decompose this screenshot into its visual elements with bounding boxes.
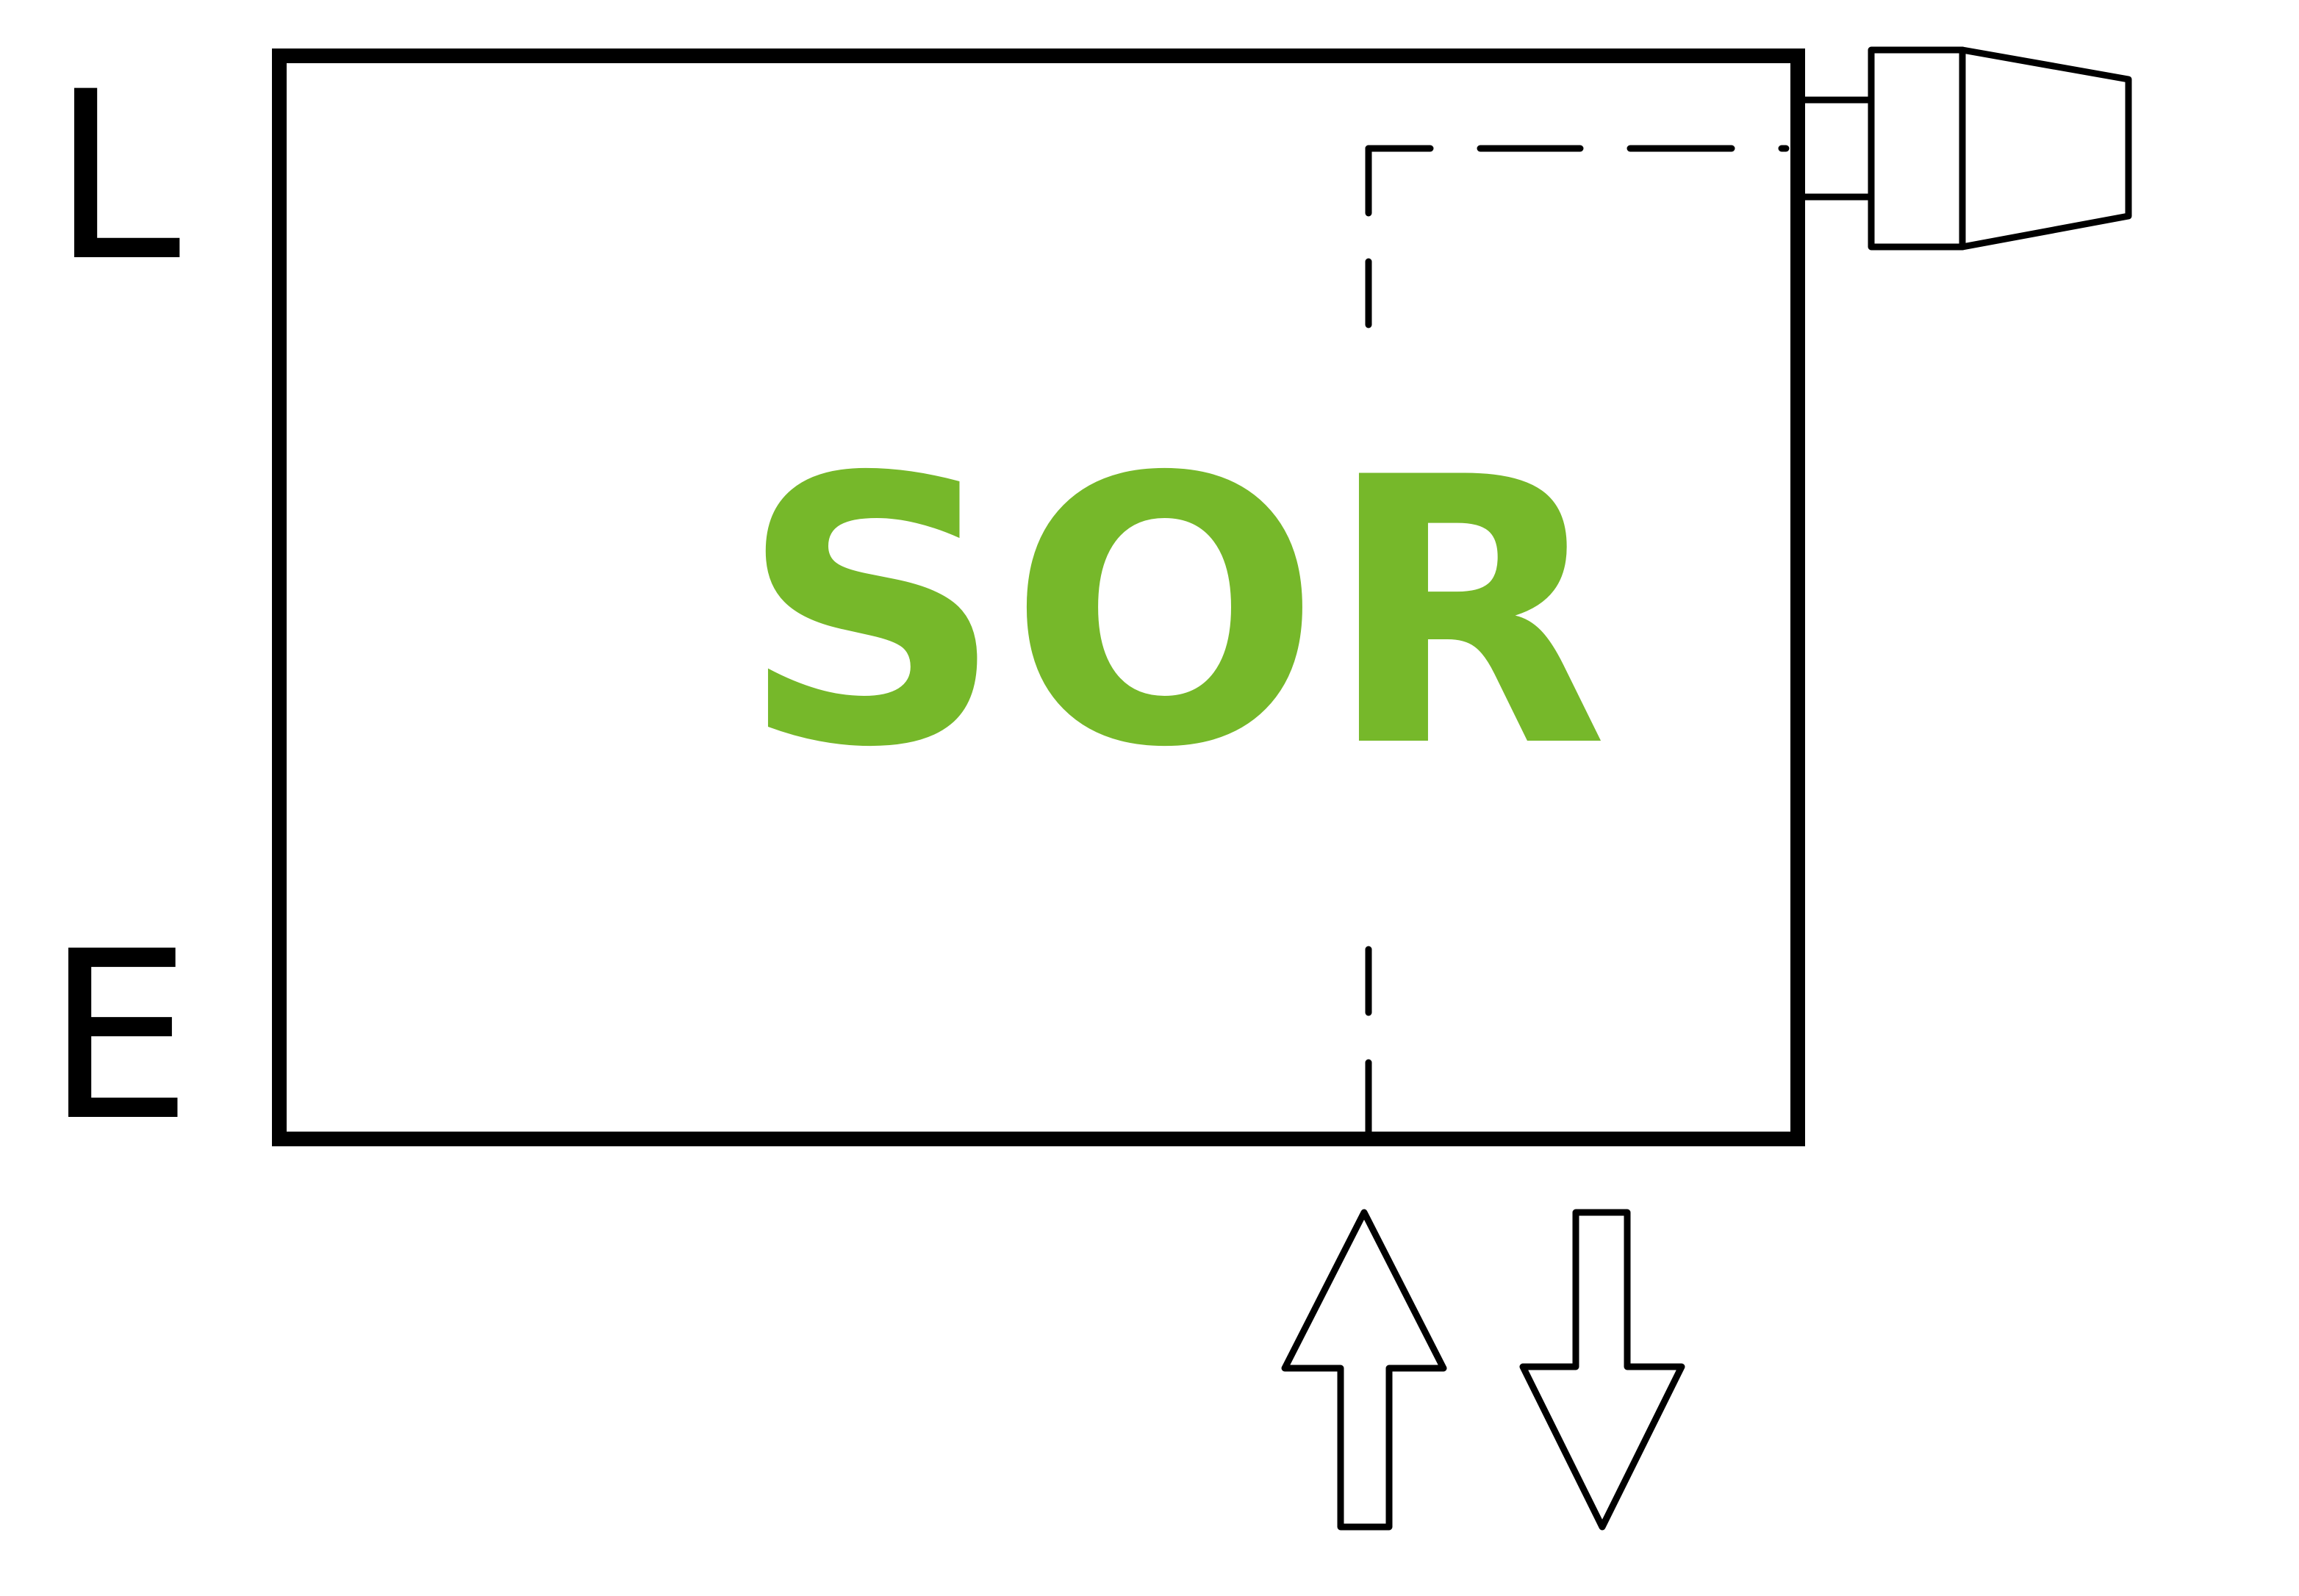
label-sor: SOR [739,400,1613,827]
label-e: E [46,902,193,1172]
sensor-body [272,48,1805,1146]
label-l: L [51,42,182,312]
arrow-down-icon [1519,1209,1685,1531]
cable-connector-icon [1798,46,2132,251]
dashed-signal-path [1365,145,1790,1135]
arrow-up-icon [1281,1209,1447,1531]
